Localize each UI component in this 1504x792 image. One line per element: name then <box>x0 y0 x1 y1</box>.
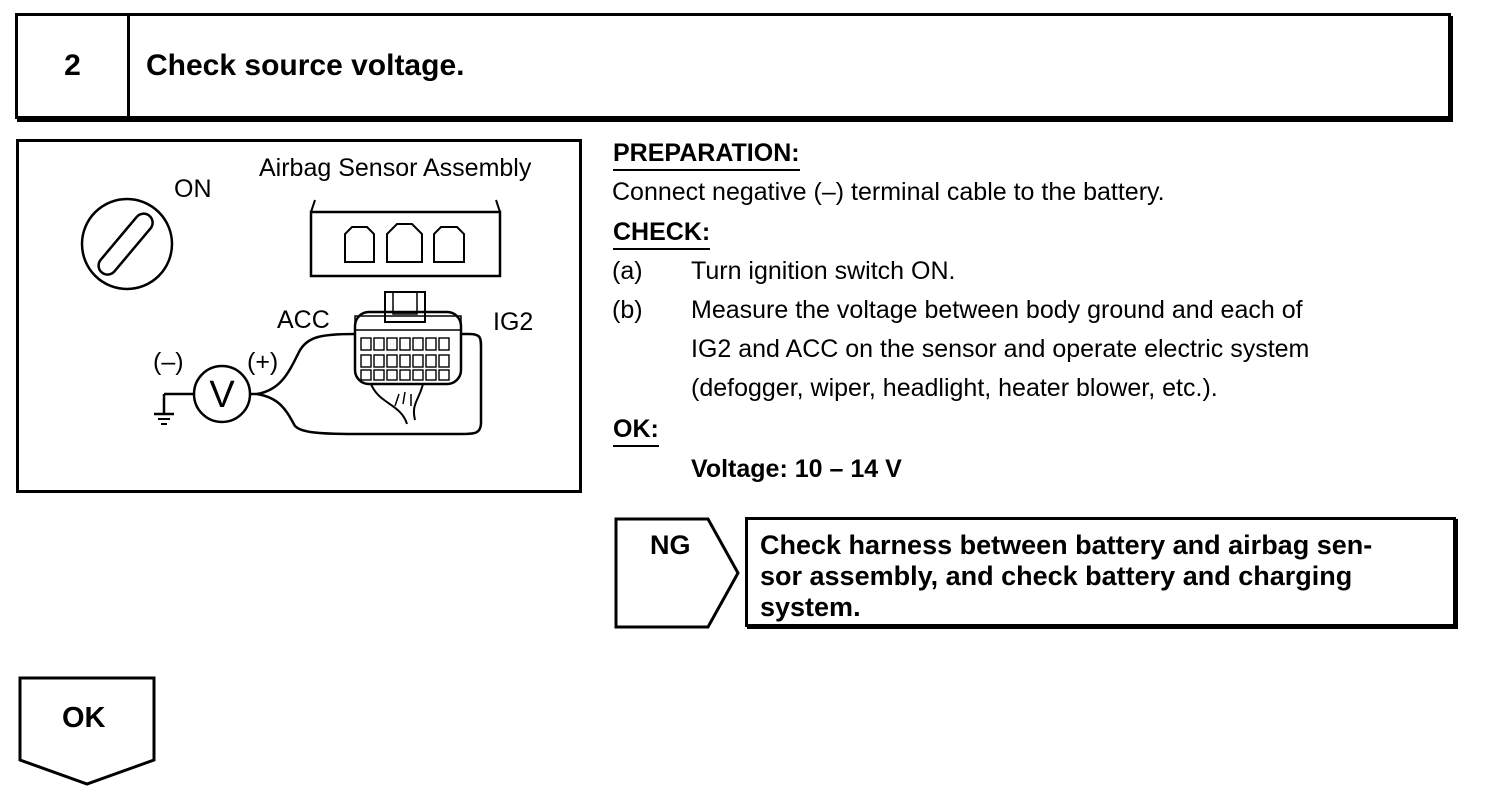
check-item-text: (defogger, wiper, headlight, heater blow… <box>691 374 1218 402</box>
check-item-letter: (b) <box>612 296 643 324</box>
ground-icon <box>154 392 194 425</box>
step-header: 2 Check source voltage. <box>15 13 1451 119</box>
check-item-a: (a) Turn ignition switch ON. <box>612 256 955 286</box>
switch-on-label: ON <box>174 175 212 203</box>
voltmeter-symbol: V <box>209 374 235 416</box>
plus-terminal-label: (+) <box>247 348 278 376</box>
ok-arrow-icon <box>18 676 156 786</box>
ng-label: NG <box>650 530 691 560</box>
check-heading: CHECK: <box>613 217 711 250</box>
minus-terminal-label: (–) <box>153 348 184 376</box>
ignition-switch-icon <box>80 197 174 291</box>
connector-icon <box>353 291 463 425</box>
ok-flow-label: OK <box>62 702 106 734</box>
assembly-label: Airbag Sensor Assembly <box>259 154 532 182</box>
ng-result-line: sor assembly, and check battery and char… <box>760 561 1353 591</box>
preparation-text: Connect negative (–) terminal cable to t… <box>612 178 1165 206</box>
check-item-text: Measure the voltage between body ground … <box>691 296 1303 324</box>
voltmeter-icon: V <box>192 364 252 424</box>
ig2-label: IG2 <box>493 308 533 336</box>
preparation-heading: PREPARATION: <box>613 138 800 171</box>
acc-label: ACC <box>277 306 330 334</box>
ng-arrow-icon <box>614 517 740 629</box>
ng-result-line: system. <box>760 592 861 622</box>
voltage-spec: Voltage: 10 – 14 V <box>691 455 902 483</box>
illustration-drawing: ON Airbag Sensor Assembly <box>80 154 533 436</box>
step-number: 2 <box>18 16 130 116</box>
ng-result-box: Check harness between battery and airbag… <box>745 517 1456 627</box>
check-item-letter: (a) <box>612 257 643 285</box>
check-item-text: IG2 and ACC on the sensor and operate el… <box>691 335 1310 363</box>
ok-heading: OK: <box>613 414 659 447</box>
sensor-assembly-icon <box>309 210 502 278</box>
check-item-text: Turn ignition switch ON. <box>691 257 956 285</box>
step-title: Check source voltage. <box>146 49 465 82</box>
check-item-b: (b) Measure the voltage between body gro… <box>612 295 1462 402</box>
wiring-illustration: ON Airbag Sensor Assembly <box>16 139 582 493</box>
ng-result-line: Check harness between battery and airbag… <box>760 530 1373 560</box>
